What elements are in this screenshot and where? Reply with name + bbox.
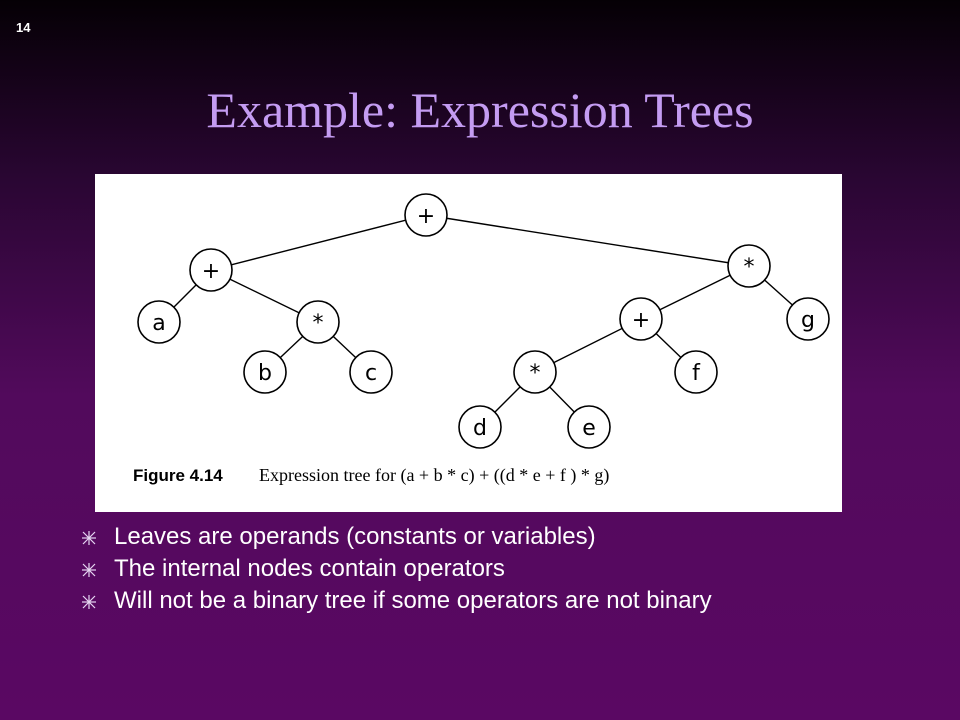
figure-caption-text: Expression tree for (a + b * c) + ((d * … [259,465,609,486]
node-e-label: e [582,416,596,441]
node-g: g [786,297,830,341]
figure-caption-label: Figure 4.14 [133,466,223,485]
node-low-times-label: * [530,361,541,386]
node-root-label: + [417,204,435,229]
node-g-label: g [801,308,815,333]
expression-tree-diagram: + + * a * b c [133,193,830,486]
node-b: b [243,350,287,394]
node-left-plus-label: + [202,259,220,284]
node-right-times-circle [727,244,771,288]
bullet-star-icon [82,531,96,545]
node-d-label: d [473,416,487,441]
node-c-circle [349,350,393,394]
node-e: e [567,405,611,449]
node-low-times-circle [513,350,557,394]
node-b-circle [243,350,287,394]
node-right-times: * [727,244,771,288]
slide-title: Example: Expression Trees [206,82,754,138]
slide-number: 14 [16,20,31,35]
tree-edges [158,214,809,428]
node-d: d [458,405,502,449]
node-low-times: * [513,350,557,394]
bullet-text: The internal nodes contain operators [114,555,505,582]
node-mid-times-circle [296,300,340,344]
node-f: f [674,350,718,394]
node-f-label: f [692,361,701,386]
expression-tree-figure: + + * a * b c [95,174,842,512]
node-root: + [404,193,448,237]
bullet-item: The internal nodes contain operators [82,555,842,583]
bullet-list: Leaves are operands (constants or variab… [82,523,842,619]
node-left-plus-circle [189,248,233,292]
node-b-label: b [258,361,272,386]
node-d-circle [458,405,502,449]
bullet-star-icon [82,595,96,609]
node-mid-times-label: * [313,311,324,336]
edge-root-right [425,214,750,267]
bullet-text: Leaves are operands (constants or variab… [114,523,596,550]
node-right-plus-label: + [632,308,650,333]
node-root-circle [404,193,448,237]
node-a-label: a [152,311,165,336]
node-e-circle [567,405,611,449]
node-right-times-label: * [744,255,755,280]
bullet-item: Leaves are operands (constants or variab… [82,523,842,551]
node-c-label: c [365,361,377,386]
node-right-plus: + [619,297,663,341]
node-right-plus-circle [619,297,663,341]
node-f-circle [674,350,718,394]
node-mid-times: * [296,300,340,344]
bullet-text: Will not be a binary tree if some operat… [114,587,712,614]
node-a: a [137,300,181,344]
node-a-circle [137,300,181,344]
edge-root-left [210,214,427,271]
node-g-circle [786,297,830,341]
bullet-star-icon [82,563,96,577]
node-c: c [349,350,393,394]
node-left-plus: + [189,248,233,292]
bullet-item: Will not be a binary tree if some operat… [82,587,842,615]
